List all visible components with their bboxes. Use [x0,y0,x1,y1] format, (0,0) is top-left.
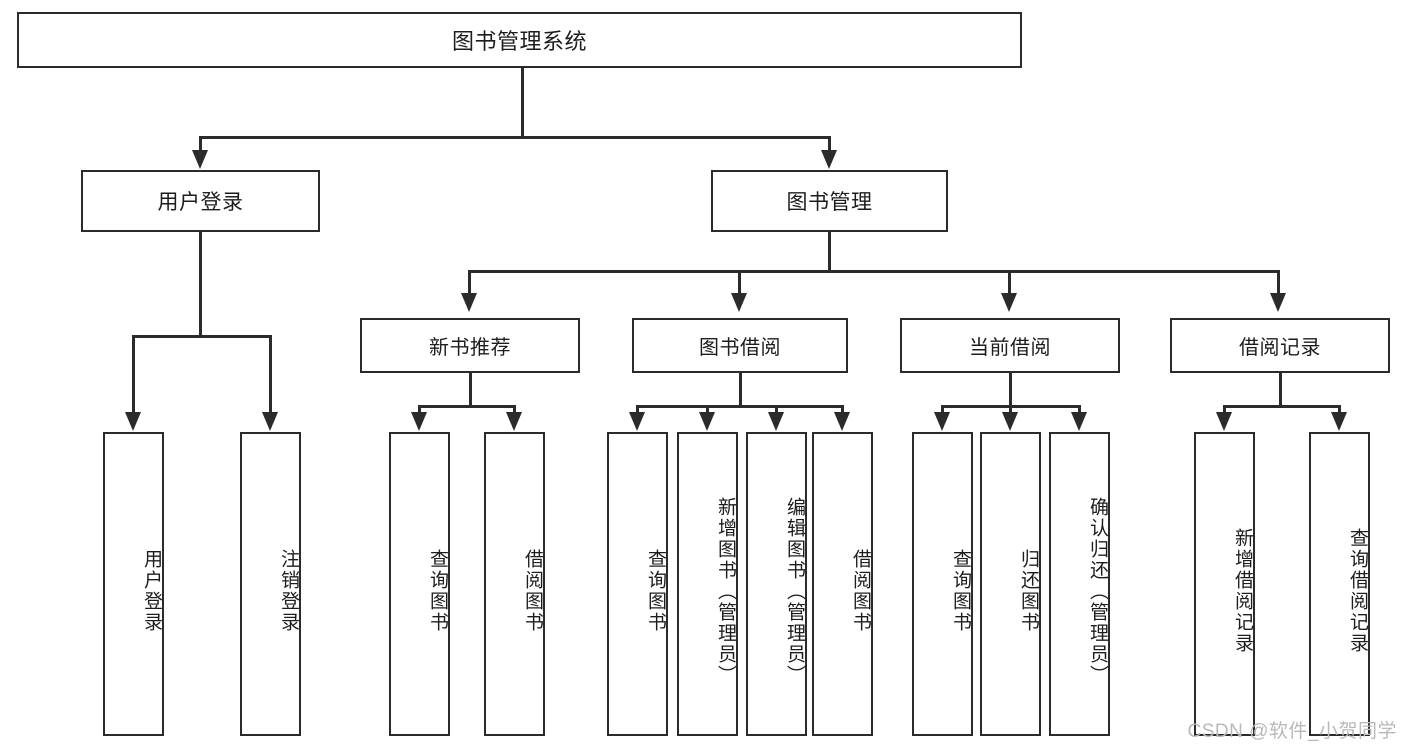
connector-root-drop-right [828,136,831,151]
arrowhead-level3-4 [1270,293,1286,312]
node-label: 确认归还（管理员） [1087,496,1108,686]
leaf-query-borrow-record[interactable]: 查询借阅记录 [1309,432,1370,736]
arrowhead-new-book-1 [411,412,427,431]
connector-root-drop-left [199,136,202,151]
node-label: 借阅图书 [522,549,543,633]
node-label: 新增图书（管理员） [715,496,736,686]
leaf-query-book-borrow[interactable]: 查询图书 [607,432,668,736]
node-label: 当前借阅 [969,337,1051,359]
connector-root-stem [521,68,524,138]
node-label: 查询借阅记录 [1347,528,1368,654]
node-label: 新增借阅记录 [1232,528,1253,654]
leaf-borrow-book[interactable]: 借阅图书 [812,432,873,736]
connector-book-borrow-drop-3 [775,405,778,414]
connector-book-borrow-drop-2 [706,405,709,414]
leaf-edit-book-admin[interactable]: 编辑图书（管理员） [746,432,807,736]
arrowhead-current-borrow-3 [1071,412,1087,431]
arrowhead-user-login-1 [125,412,141,431]
leaf-borrow-book-new[interactable]: 借阅图书 [484,432,545,736]
arrowhead-to-user-login [192,150,208,169]
leaf-add-book-admin[interactable]: 新增图书（管理员） [677,432,738,736]
arrowhead-book-borrow-2 [699,412,715,431]
leaf-query-book-current[interactable]: 查询图书 [912,432,973,736]
connector-book-borrow-drop-1 [636,405,639,414]
connector-current-borrow-drop-3 [1078,405,1081,414]
connector-book-borrow-drop-4 [841,405,844,414]
connector-root-bus [199,136,830,139]
node-current-borrow[interactable]: 当前借阅 [900,318,1120,373]
connector-borrow-record-stem [1279,373,1282,407]
arrowhead-book-borrow-3 [768,412,784,431]
connector-borrow-record-drop-1 [1223,405,1226,414]
node-label: 查询图书 [645,549,666,633]
arrowhead-level3-1 [461,293,477,312]
connector-current-borrow-drop-2 [1009,405,1012,414]
connector-new-book-stem [469,373,472,407]
node-label: 借阅图书 [850,549,871,633]
connector-new-book-drop-1 [418,405,421,414]
connector-book-borrow-bus [636,405,843,408]
connector-level3-drop-2 [738,270,741,294]
node-label: 图书管理系统 [451,29,587,54]
node-label: 图书借阅 [699,337,781,359]
connector-level3-drop-4 [1277,270,1280,294]
node-label: 查询图书 [427,549,448,633]
node-new-book-recommend[interactable]: 新书推荐 [360,318,580,373]
leaf-user-login[interactable]: 用户登录 [103,432,164,736]
arrowhead-book-borrow-4 [834,412,850,431]
leaf-return-book[interactable]: 归还图书 [980,432,1041,736]
node-label: 查询图书 [950,549,971,633]
node-label: 注销登录 [278,549,299,633]
connector-new-book-bus [418,405,515,408]
connector-borrow-record-bus [1223,405,1340,408]
arrowhead-borrow-record-1 [1216,412,1232,431]
connector-book-borrow-stem [739,373,742,407]
node-label: 用户登录 [141,549,162,633]
node-label: 编辑图书（管理员） [784,496,805,686]
node-user-login[interactable]: 用户登录 [81,170,320,232]
leaf-logout[interactable]: 注销登录 [240,432,301,736]
connector-level3-drop-3 [1008,270,1011,294]
connector-new-book-drop-2 [513,405,516,414]
arrowhead-level3-2 [731,293,747,312]
connector-user-login-drop-1 [132,335,135,413]
leaf-add-borrow-record[interactable]: 新增借阅记录 [1194,432,1255,736]
node-label: 借阅记录 [1239,337,1321,359]
node-label: 新书推荐 [429,337,511,359]
node-label: 图书管理 [786,191,873,214]
connector-current-borrow-stem [1009,373,1012,407]
arrowhead-borrow-record-2 [1331,412,1347,431]
connector-user-login-bus [132,335,271,338]
arrowhead-user-login-2 [262,412,278,431]
connector-level3-drop-1 [468,270,471,294]
node-label: 用户登录 [157,191,244,214]
connector-level3-bus [468,270,1280,273]
arrowhead-current-borrow-2 [1002,412,1018,431]
arrowhead-level3-3 [1001,293,1017,312]
leaf-confirm-return-admin[interactable]: 确认归还（管理员） [1049,432,1110,736]
connector-borrow-record-drop-2 [1338,405,1341,414]
node-label: 归还图书 [1018,549,1039,633]
arrowhead-to-book-management [821,150,837,169]
connector-book-management-stem [828,232,831,272]
arrowhead-new-book-2 [506,412,522,431]
node-book-management[interactable]: 图书管理 [711,170,948,232]
node-book-borrow[interactable]: 图书借阅 [632,318,848,373]
node-borrow-record[interactable]: 借阅记录 [1170,318,1390,373]
connector-current-borrow-drop-1 [941,405,944,414]
arrowhead-current-borrow-1 [934,412,950,431]
node-root-book-management-system[interactable]: 图书管理系统 [17,12,1022,68]
arrowhead-book-borrow-1 [629,412,645,431]
leaf-query-book-new[interactable]: 查询图书 [389,432,450,736]
connector-user-login-stem [199,232,202,337]
connector-user-login-drop-2 [269,335,272,413]
